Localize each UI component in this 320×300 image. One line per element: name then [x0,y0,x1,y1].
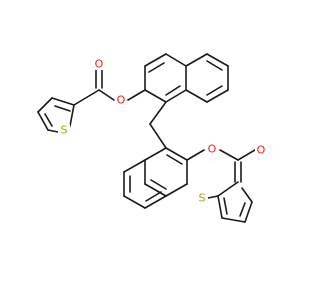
upper-thiophene-ester [37,69,146,133]
svg-text:S: S [61,124,68,137]
upper-naphthalene [144,53,229,103]
svg-text:O: O [117,94,126,107]
svg-text:S: S [199,192,206,205]
atom-label-o-ester-lower: O [205,142,219,156]
lower-thiophene-ester [186,149,256,223]
atom-label-s-lower: S [196,192,208,205]
structure-canvas: O O S O O S [37,53,267,223]
atom-label-o-ester-upper: O [115,94,127,107]
molecule-drawing: O O S O O S [37,53,267,223]
svg-text:O: O [257,144,266,157]
atom-label-o-carbonyl-upper: O [93,58,105,71]
svg-text:O: O [95,58,104,71]
lower-naphthalene [123,147,188,209]
atom-label-o-carbonyl-lower: O [255,144,267,157]
svg-text:O: O [208,143,217,156]
atom-label-s-upper: S [58,124,70,137]
methylene-bridge [149,101,167,149]
